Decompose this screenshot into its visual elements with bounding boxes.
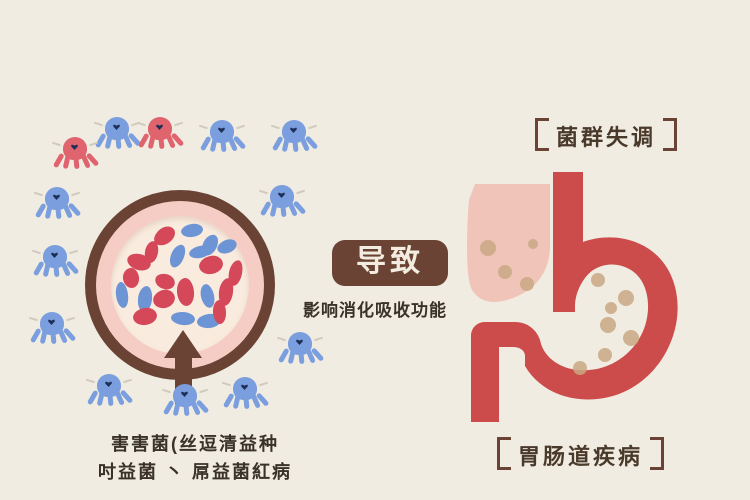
whisker-icon xyxy=(31,249,42,254)
bracket-left-icon xyxy=(535,118,549,151)
arrow-head xyxy=(164,330,202,358)
stomach-dots xyxy=(480,239,639,375)
stomach-dot xyxy=(598,348,612,362)
stomach-illustration xyxy=(455,160,700,435)
label-gi-disease-text: 胃肠道疾病 xyxy=(518,444,644,469)
stomach-dot xyxy=(573,361,587,375)
label-dysbiosis: 菌群失调 xyxy=(535,118,678,152)
germ-face-icon xyxy=(53,194,60,200)
stomach-dot xyxy=(520,277,534,291)
germ-face-icon xyxy=(113,124,120,130)
bacterium-red xyxy=(175,277,196,307)
stomach-dot xyxy=(591,273,605,287)
bottom-caption: 害害菌(丝逗清益种 吋益菌 丶 屌益菌紅病 xyxy=(0,430,390,486)
stomach-dot xyxy=(600,317,616,333)
whisker-icon xyxy=(33,191,44,196)
whisker-icon xyxy=(173,121,184,126)
germ-face-icon xyxy=(105,381,112,387)
whisker-icon xyxy=(221,381,232,386)
germ-face-icon xyxy=(278,192,285,198)
label-gi-disease: 胃肠道疾病 xyxy=(497,437,665,471)
whisker-icon xyxy=(295,189,306,194)
germ-face-icon xyxy=(48,319,55,325)
stomach-dot xyxy=(605,302,617,314)
bracket-left-icon xyxy=(497,437,511,470)
stomach-dot xyxy=(498,265,512,279)
bacterium-red xyxy=(131,306,159,327)
stomach-dot xyxy=(618,290,634,306)
germ-character-blue xyxy=(85,372,134,412)
germ-face-icon xyxy=(156,124,163,130)
stomach-dot xyxy=(528,239,538,249)
germ-face-icon xyxy=(51,252,58,258)
whisker-icon xyxy=(161,388,172,393)
whisker-icon xyxy=(93,121,104,126)
bacterium-red xyxy=(151,287,177,311)
whisker-icon xyxy=(122,378,133,383)
germ-face-icon xyxy=(71,144,78,150)
bottom-caption-line2: 吋益菌 丶 屌益菌紅病 xyxy=(97,462,292,482)
germ-face-icon xyxy=(218,127,225,133)
bacterium-blue xyxy=(166,242,189,270)
whisker-icon xyxy=(70,191,81,196)
germ-face-icon xyxy=(181,391,188,397)
germ-character-blue xyxy=(31,243,80,283)
bracket-right-icon xyxy=(663,118,678,151)
bottom-caption-line1: 害害菌(丝逗清益种 xyxy=(111,434,279,454)
whisker-icon xyxy=(276,336,287,341)
whisker-icon xyxy=(270,124,281,129)
effect-caption: 影响消化吸收功能 xyxy=(303,301,447,320)
whisker-icon xyxy=(68,249,79,254)
stomach-body xyxy=(471,172,678,422)
stomach-pink-overlay xyxy=(467,184,550,302)
germ-character-blue xyxy=(276,330,325,370)
bacterium-blue xyxy=(180,222,204,239)
stomach-svg xyxy=(467,172,678,422)
germ-character-blue xyxy=(33,185,82,225)
cause-badge: 导致 xyxy=(332,240,448,286)
germ-face-icon xyxy=(296,339,303,345)
whisker-icon xyxy=(51,141,62,146)
germ-character-red xyxy=(136,115,185,155)
whisker-icon xyxy=(198,124,209,129)
germ-character-blue xyxy=(161,382,210,422)
whisker-icon xyxy=(65,316,76,321)
whisker-icon xyxy=(28,316,39,321)
whisker-icon xyxy=(313,336,324,341)
whisker-icon xyxy=(258,381,269,386)
germ-character-blue xyxy=(258,183,307,223)
germ-character-red xyxy=(51,135,100,175)
whisker-icon xyxy=(307,124,318,129)
germ-face-icon xyxy=(290,127,297,133)
whisker-icon xyxy=(136,121,147,126)
bracket-right-icon xyxy=(650,437,665,470)
germ-character-blue xyxy=(270,118,319,158)
stomach-dot xyxy=(623,330,639,346)
whisker-icon xyxy=(85,378,96,383)
germ-character-blue xyxy=(221,375,270,415)
whisker-icon xyxy=(235,124,246,129)
germ-face-icon xyxy=(241,384,248,390)
germ-character-blue xyxy=(28,310,77,350)
germ-character-blue xyxy=(198,118,247,158)
bacterium-blue xyxy=(170,310,196,327)
stomach-dot xyxy=(480,240,496,256)
label-dysbiosis-text: 菌群失调 xyxy=(556,125,657,150)
whisker-icon xyxy=(198,388,209,393)
germ-character-blue xyxy=(93,115,142,155)
